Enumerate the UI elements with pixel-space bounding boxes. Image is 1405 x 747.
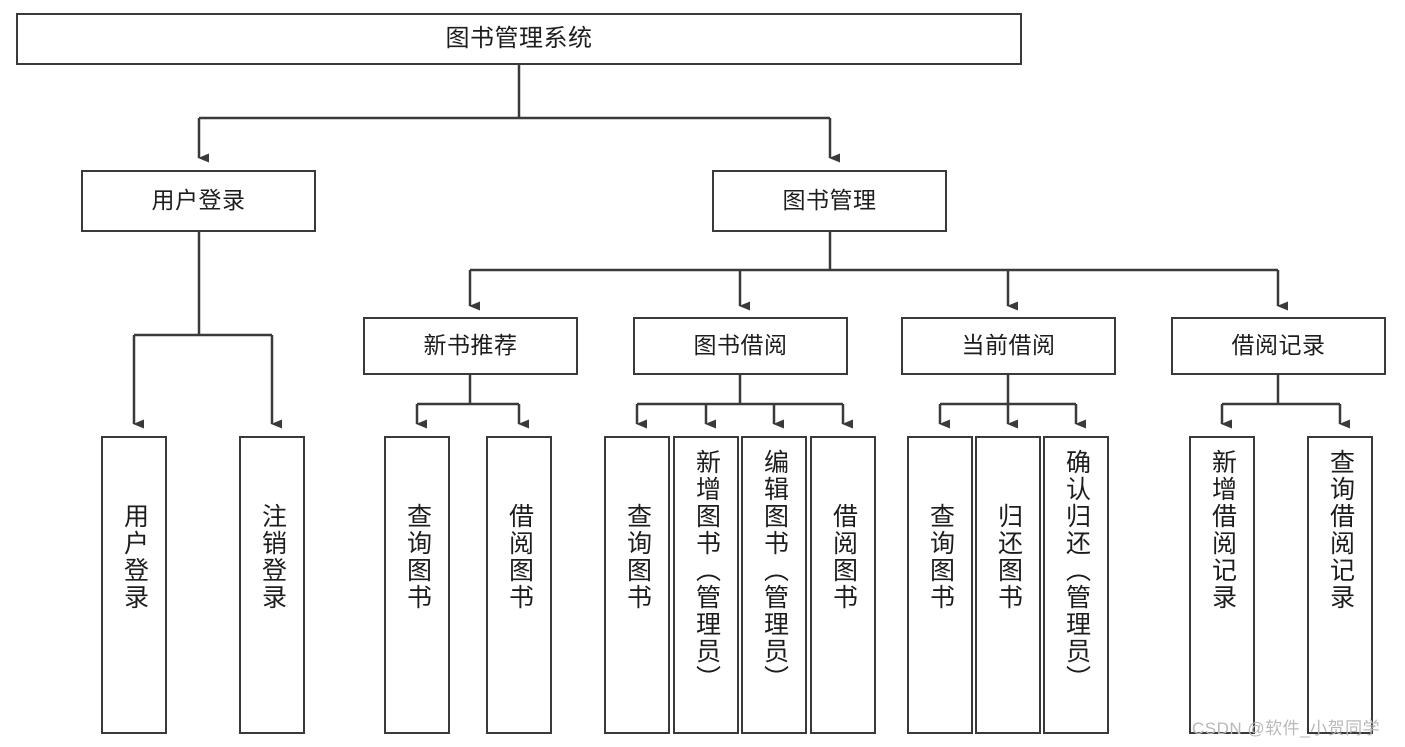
node-borrow-record[interactable]: 借阅记录 [1171,317,1386,375]
leaf-borrow-record-add-record[interactable]: 新增借阅记录 [1189,436,1255,734]
leaf-current-borrow-return-book[interactable]: 归还图书 [975,436,1041,734]
node-current-borrow[interactable]: 当前借阅 [901,317,1116,375]
node-label: 查询图书 [403,503,432,611]
node-label: 查询图书 [623,503,652,611]
node-root-book-management-system[interactable]: 图书管理系统 [16,13,1022,65]
node-label: 图书借阅 [693,332,788,359]
node-label: 借阅图书 [829,503,858,611]
leaf-current-borrow-confirm-return-admin[interactable]: 确认归还（管理员） [1043,436,1109,734]
leaf-new-book-query-book[interactable]: 查询图书 [384,436,450,734]
node-book-management[interactable]: 图书管理 [712,170,947,232]
node-label: 确认归还（管理员） [1062,449,1091,692]
node-label: 编辑图书（管理员） [760,449,789,692]
csdn-watermark: CSDN @软件_小贺同学 [1192,719,1381,738]
node-user-login[interactable]: 用户登录 [81,170,316,232]
leaf-current-borrow-query-book[interactable]: 查询图书 [907,436,973,734]
node-label: 注销登录 [258,503,287,611]
leaf-book-borrow-edit-book-admin[interactable]: 编辑图书（管理员） [741,436,807,734]
leaf-user-login-login[interactable]: 用户登录 [101,436,167,734]
node-label: 当前借阅 [961,332,1056,359]
leaf-user-login-logout[interactable]: 注销登录 [239,436,305,734]
node-label: 借阅图书 [505,503,534,611]
node-label: 图书管理系统 [445,24,593,52]
node-label: 归还图书 [994,503,1023,611]
node-label: 新书推荐 [423,332,518,359]
leaf-book-borrow-add-book-admin[interactable]: 新增图书（管理员） [673,436,739,734]
node-new-book-recommend[interactable]: 新书推荐 [363,317,578,375]
node-label: 用户登录 [120,503,149,611]
node-label: 新增借阅记录 [1208,449,1237,611]
node-label: 用户登录 [151,187,246,214]
leaf-borrow-record-query-record[interactable]: 查询借阅记录 [1307,436,1373,734]
node-label: 借阅记录 [1231,332,1326,359]
leaf-new-book-borrow-book[interactable]: 借阅图书 [486,436,552,734]
leaf-book-borrow-query-book[interactable]: 查询图书 [604,436,670,734]
node-label: 图书管理 [782,187,877,214]
leaf-book-borrow-borrow-book[interactable]: 借阅图书 [810,436,876,734]
node-label: 查询图书 [926,503,955,611]
node-book-borrow[interactable]: 图书借阅 [633,317,848,375]
node-label: 新增图书（管理员） [692,449,721,692]
node-label: 查询借阅记录 [1326,449,1355,611]
